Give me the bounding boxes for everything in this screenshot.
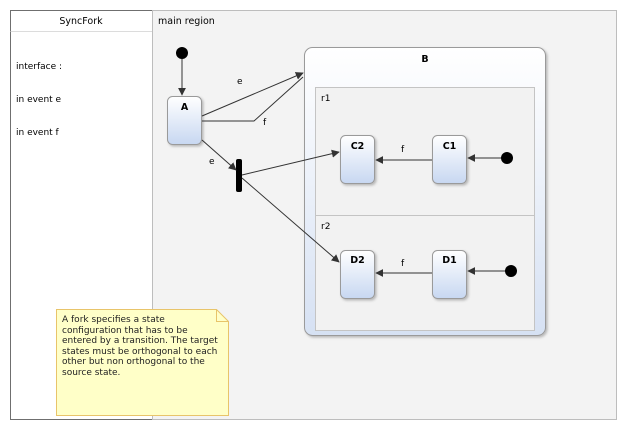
transition-c1-to-c2-label: f (401, 145, 405, 155)
transition-a-to-b[interactable] (201, 72, 304, 117)
transition-b-to-a-label: f (263, 118, 267, 128)
transition-d1-to-d2-label: f (401, 259, 405, 269)
state-d2-label: D2 (350, 255, 365, 266)
fork-bar[interactable] (236, 159, 242, 192)
transition-a-to-b-label: e (237, 77, 243, 87)
state-b-label: B (421, 54, 428, 65)
transition-a-to-fork[interactable] (201, 139, 237, 171)
interface-line: interface : (16, 62, 63, 72)
note[interactable] (56, 309, 229, 416)
initial-state-r2[interactable] (505, 265, 517, 277)
state-c1[interactable] (432, 135, 467, 184)
state-c1-label: C1 (443, 141, 457, 152)
interface-declarations: interface : in event e in event f (16, 40, 62, 150)
note-fold-icon (216, 309, 229, 322)
transition-fork-to-d2[interactable] (241, 177, 340, 263)
interface-line: in event e (16, 95, 62, 105)
region-r2-label: r2 (321, 222, 330, 232)
region-r1[interactable] (315, 87, 535, 216)
state-c2-label: C2 (351, 141, 365, 152)
initial-state-main[interactable] (176, 47, 188, 59)
state-a-label: A (181, 102, 189, 113)
state-c2[interactable] (340, 135, 375, 184)
state-a[interactable] (167, 96, 202, 145)
transition-fork-to-c2[interactable] (241, 149, 340, 176)
state-d1[interactable] (432, 250, 467, 299)
transition-a-to-fork-label: e (209, 157, 215, 167)
main-region-label: main region (158, 16, 215, 27)
transition-b-to-a[interactable] (202, 76, 304, 122)
region-r1-label: r1 (321, 94, 330, 104)
initial-state-r1[interactable] (501, 152, 513, 164)
interface-line: in event f (16, 128, 59, 138)
state-d1-label: D1 (442, 255, 457, 266)
state-d2[interactable] (340, 250, 375, 299)
note-text: A fork specifies a state configuration t… (62, 315, 218, 378)
interface-panel-title: SyncFork (59, 16, 103, 27)
